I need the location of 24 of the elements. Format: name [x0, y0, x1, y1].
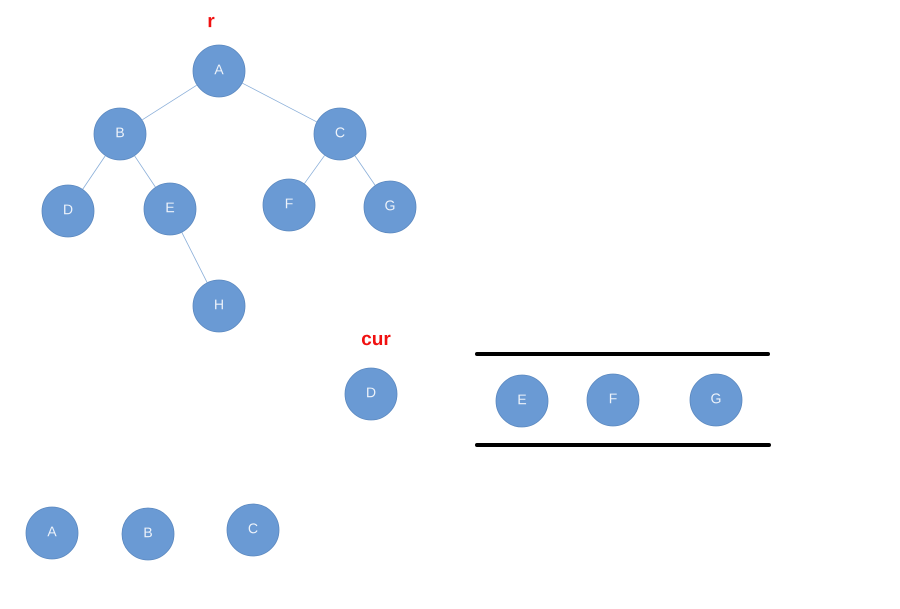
tree-edge: [142, 84, 198, 120]
tree-edge: [304, 155, 325, 184]
circle-node: C: [226, 504, 280, 556]
tree-edge: [134, 156, 156, 188]
tree-edge: [82, 155, 106, 190]
circle-node: A: [192, 44, 246, 98]
circle-node: H: [192, 280, 246, 332]
tree-edge: [354, 155, 376, 186]
tree-edge: [242, 82, 317, 122]
circle-node: D: [344, 368, 398, 420]
tree-edge: [182, 232, 208, 283]
circle-node: F: [586, 374, 640, 426]
pointer-label: r: [208, 16, 214, 28]
circle-node: G: [364, 180, 416, 234]
circle-node: G: [690, 374, 742, 426]
circle-node: E: [496, 374, 548, 428]
circle-node: F: [262, 178, 316, 232]
circle-node: C: [314, 108, 366, 160]
circle-node: D: [42, 184, 94, 238]
circle-node: B: [122, 508, 174, 560]
circle-node: E: [144, 182, 196, 236]
pointer-label: cur: [362, 334, 390, 346]
circle-node: A: [26, 506, 78, 560]
circle-node: B: [94, 108, 146, 160]
